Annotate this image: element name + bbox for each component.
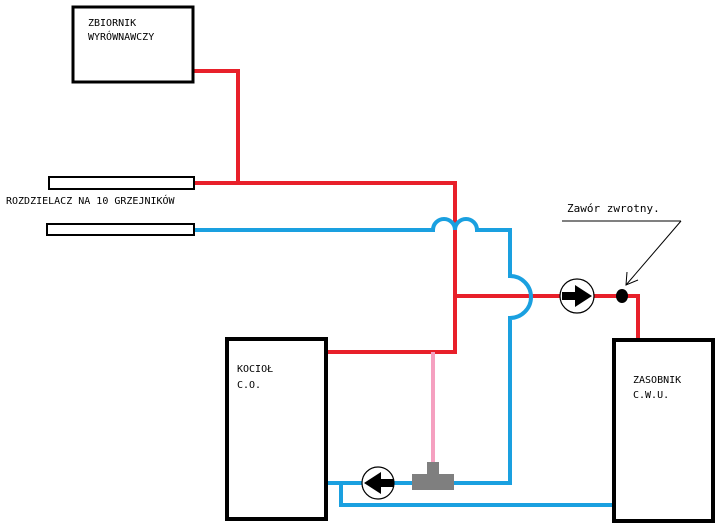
storage-tank: ZASOBNIK C.W.U. <box>612 338 715 523</box>
manifold-return-bar <box>46 223 195 236</box>
storage-return-pipe <box>339 483 612 507</box>
boiler: KOCIOŁ C.O. <box>225 337 328 521</box>
boiler-label-line2: C.O. <box>237 380 261 391</box>
pump-to-storage-pipe <box>594 294 640 340</box>
tank-label-line2: WYRÓWNAWCZY <box>88 30 154 43</box>
check-valve-label: Zawór zwrotny. <box>567 202 660 215</box>
storage-label-line2: C.W.U. <box>633 390 669 401</box>
manifold-supply-bar <box>48 176 195 190</box>
pump-arrow-right-icon <box>559 278 595 314</box>
manifold-return-pipe <box>194 217 533 485</box>
pump-arrow-left-icon <box>361 466 395 500</box>
manifold-supply-pipe <box>194 181 457 354</box>
expansion-tank: ZBIORNIK WYRÓWNAWCZY <box>71 5 195 84</box>
tank-supply-pipe <box>194 69 240 183</box>
valve-callout: Zawór zwrotny. <box>562 202 682 286</box>
t-fitting <box>412 462 454 490</box>
manifold-label: ROZDZIELACZ NA 10 GRZEJNIKÓW <box>6 194 176 207</box>
tank-label-line1: ZBIORNIK <box>88 18 136 29</box>
return-pipes <box>194 217 612 507</box>
storage-label-line1: ZASOBNIK <box>633 375 681 386</box>
boiler-label-line1: KOCIOŁ <box>237 364 273 375</box>
supply-pipes <box>194 69 640 354</box>
check-valve-dot-icon <box>616 289 628 303</box>
